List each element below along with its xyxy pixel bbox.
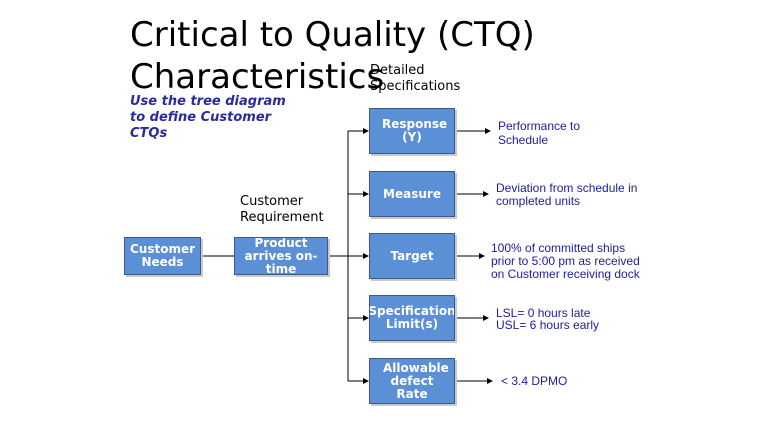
node-specification-limits-label: Specification Limit(s) (369, 304, 455, 331)
node-target: Target (369, 233, 455, 279)
page-title: Critical to Quality (CTQ) Characteristic… (130, 14, 535, 98)
node-target-label: Target (390, 248, 434, 263)
node-specification-limits: Specification Limit(s) (369, 295, 455, 341)
node-allowable-defect-rate: Allowable defect Rate (369, 358, 455, 404)
header-detailed-specifications: Detailed Specifications (370, 63, 461, 94)
spec-usl: USL= 6 hours early (496, 318, 600, 332)
spec-measure-line-2: completed units (496, 194, 581, 208)
node-measure-label: Measure (383, 186, 441, 201)
node-response: Response (Y) (369, 108, 455, 154)
spec-measure-line-1: Deviation from schedule in (496, 181, 638, 195)
header-customer-requirement: Customer Requirement (240, 194, 324, 225)
spec-target-line-3: on Customer receiving dock (491, 267, 640, 281)
node-customer-needs-label: Customer Needs (129, 242, 196, 269)
subtitle: Use the tree diagram to define Customer … (130, 94, 286, 141)
spec-lsl: LSL= 0 hours late (496, 306, 591, 320)
title-line-1: Critical to Quality (CTQ) (130, 15, 535, 55)
spec-defect-rate: < 3.4 DPMO (501, 374, 568, 388)
node-product-arrives-label: Product arrives on-time (244, 237, 318, 275)
node-measure: Measure (369, 171, 455, 217)
spec-target-line-2: prior to 5:00 pm as received (491, 254, 640, 268)
node-allowable-defect-rate-label: Allowable defect Rate (383, 360, 449, 401)
spec-target-line-1: 100% of committed ships (491, 241, 626, 255)
node-customer-needs: Customer Needs (124, 237, 201, 275)
spec-performance-to-schedule: Performance to Schedule (498, 119, 581, 147)
node-response-label: Response (Y) (382, 117, 448, 144)
node-product-arrives: Product arrives on-time (234, 237, 328, 275)
title-line-2: Characteristics (130, 57, 385, 97)
